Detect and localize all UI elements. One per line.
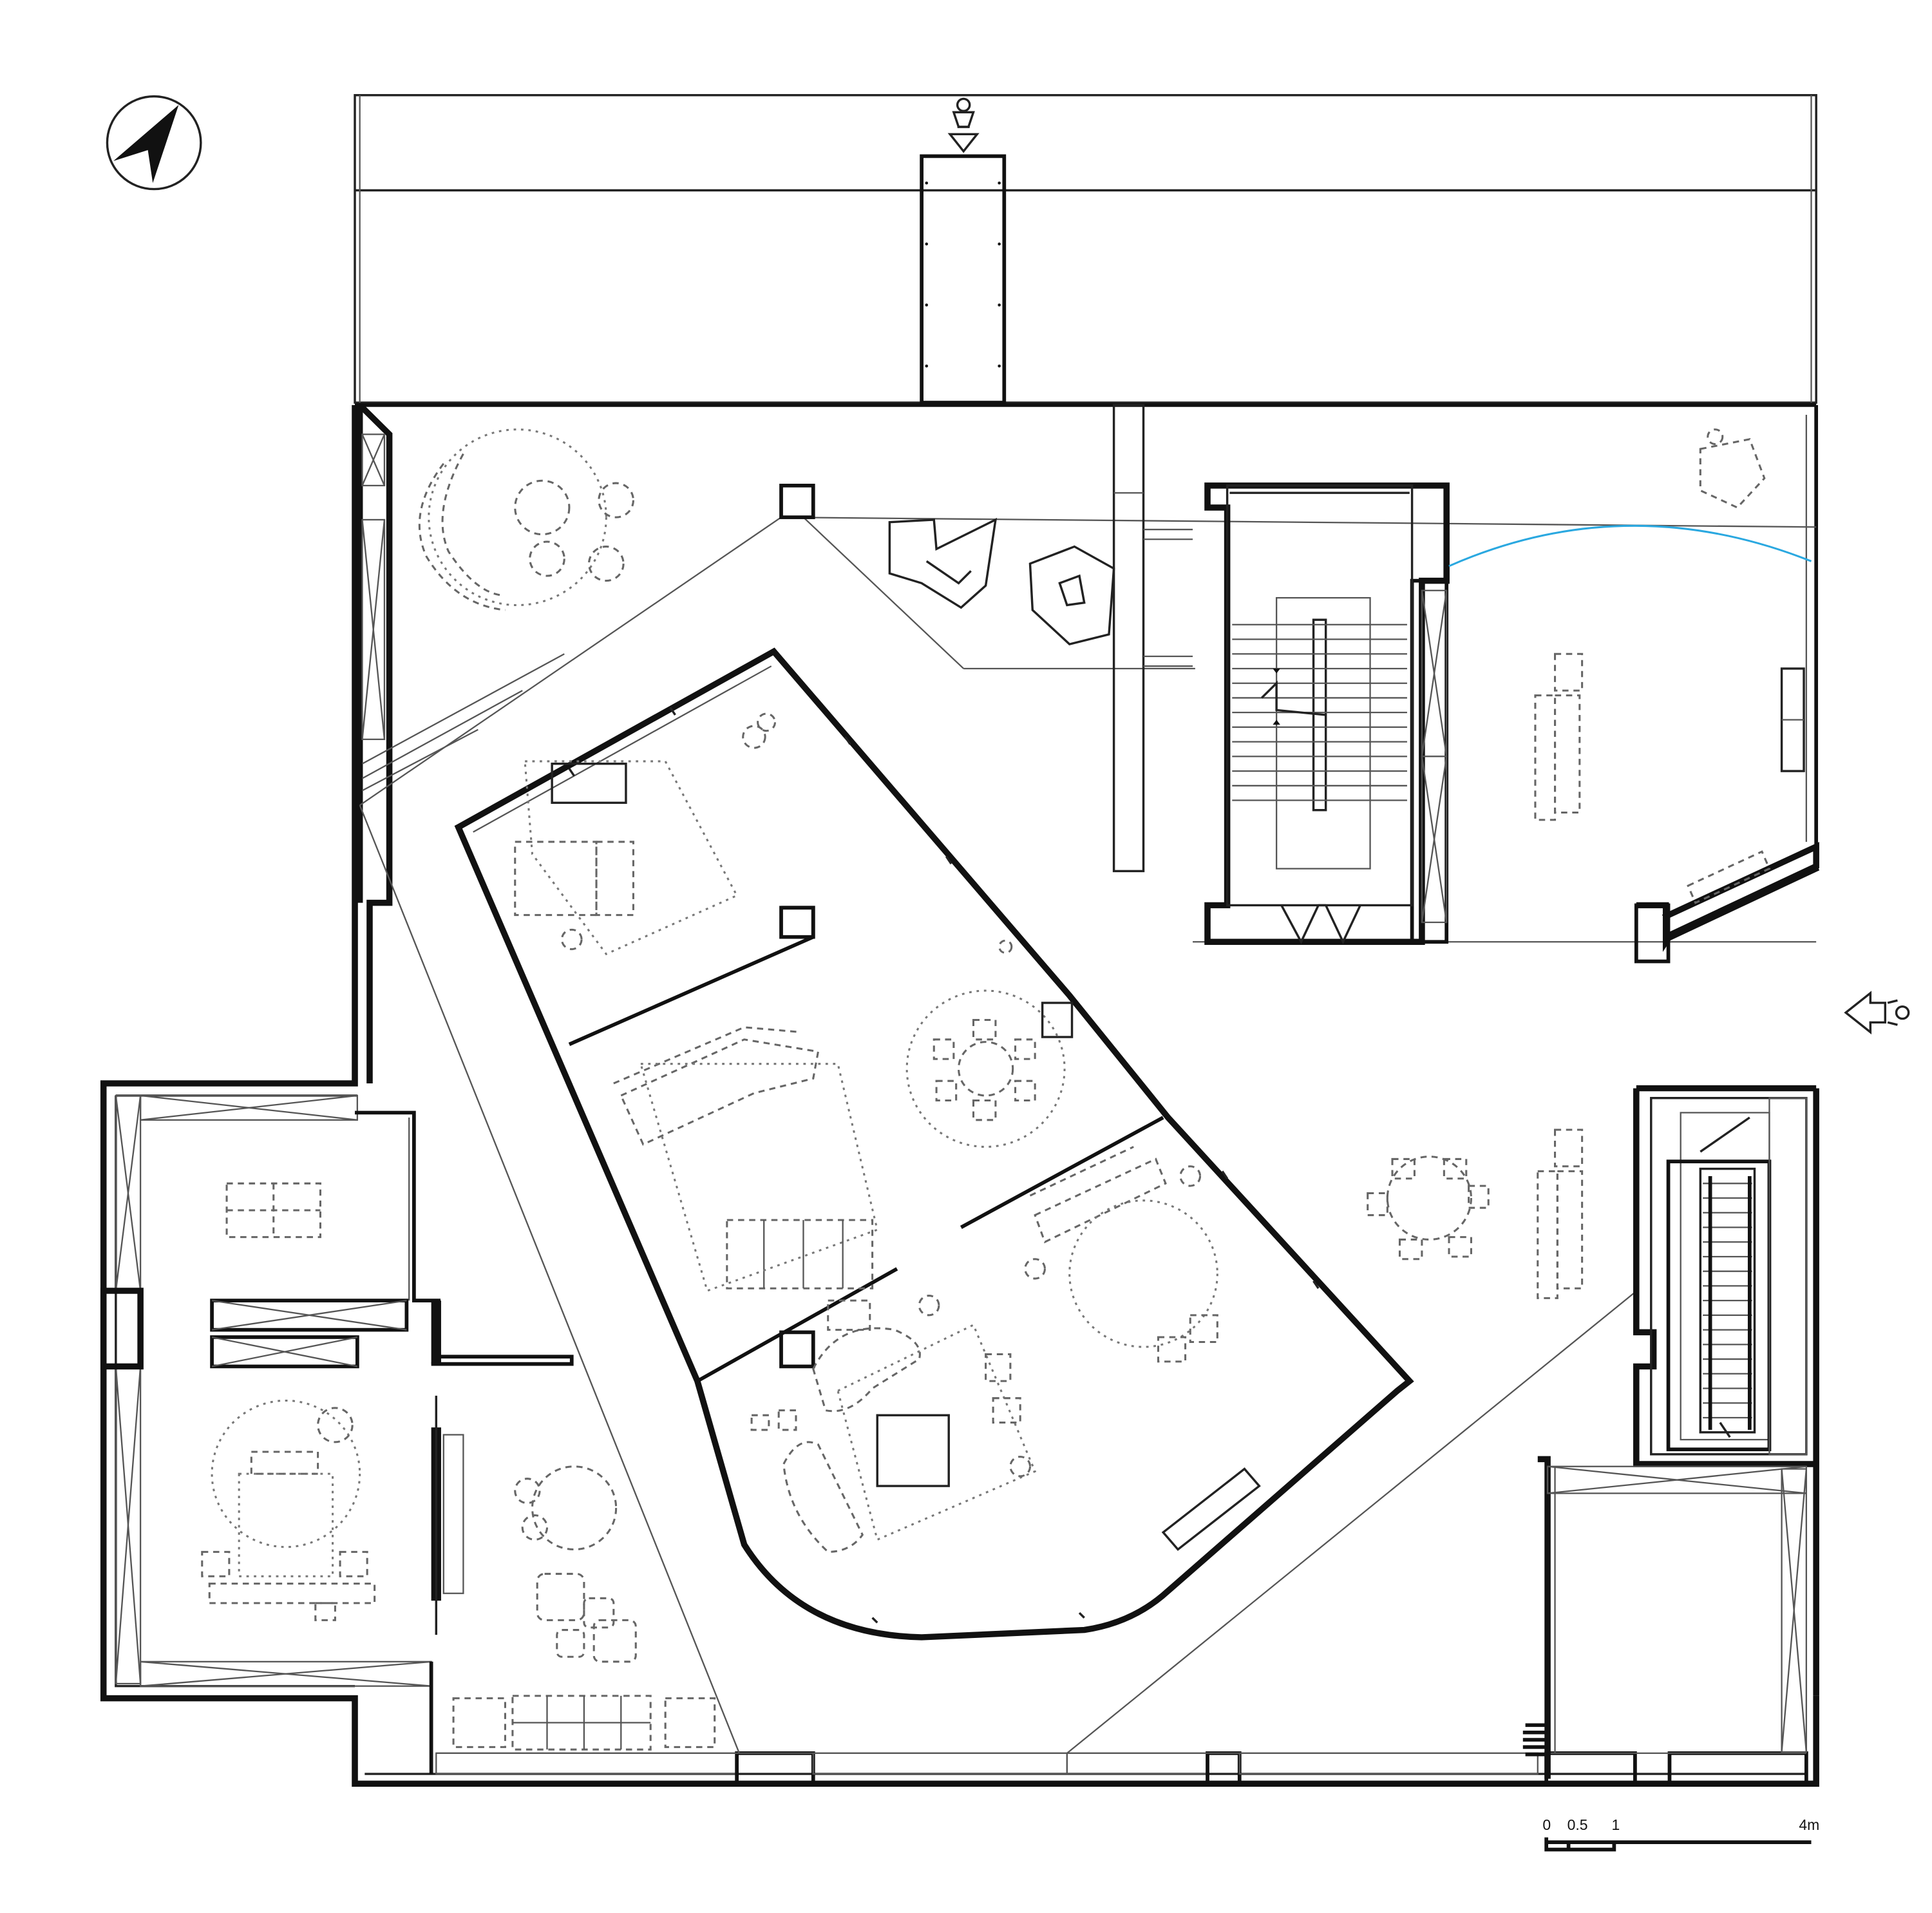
scale-label-0: 0: [1542, 1816, 1551, 1833]
scale-label-1: 1: [1612, 1816, 1620, 1833]
west-wall-windows: [100, 403, 432, 1687]
southeast-room-walls: [1522, 1456, 1807, 1779]
circulation-lines: [359, 516, 1817, 1754]
stair-core-main: [1204, 482, 1450, 946]
north-arrow-icon: [106, 95, 202, 191]
scale-label-0-5: 0.5: [1567, 1816, 1588, 1833]
east-room-walls: [1448, 524, 1820, 964]
central-room-shell: [454, 647, 1414, 1641]
columns: [779, 404, 1193, 873]
person-entry-arrow-icon: [947, 97, 980, 153]
scale-bar: 0 0.5 1 4m: [1542, 1816, 1819, 1852]
scale-label-4m: 4m: [1799, 1816, 1819, 1833]
stair-core-secondary: [1633, 1085, 1817, 1467]
terrace-area: [354, 94, 1817, 404]
furniture-layout: [201, 428, 1805, 1751]
person-entry-arrow-icon: [1844, 991, 1910, 1034]
exterior-walls: [100, 403, 1819, 1787]
bedroom-walls: [210, 1110, 574, 1775]
door-swing-arc: [1448, 524, 1812, 567]
